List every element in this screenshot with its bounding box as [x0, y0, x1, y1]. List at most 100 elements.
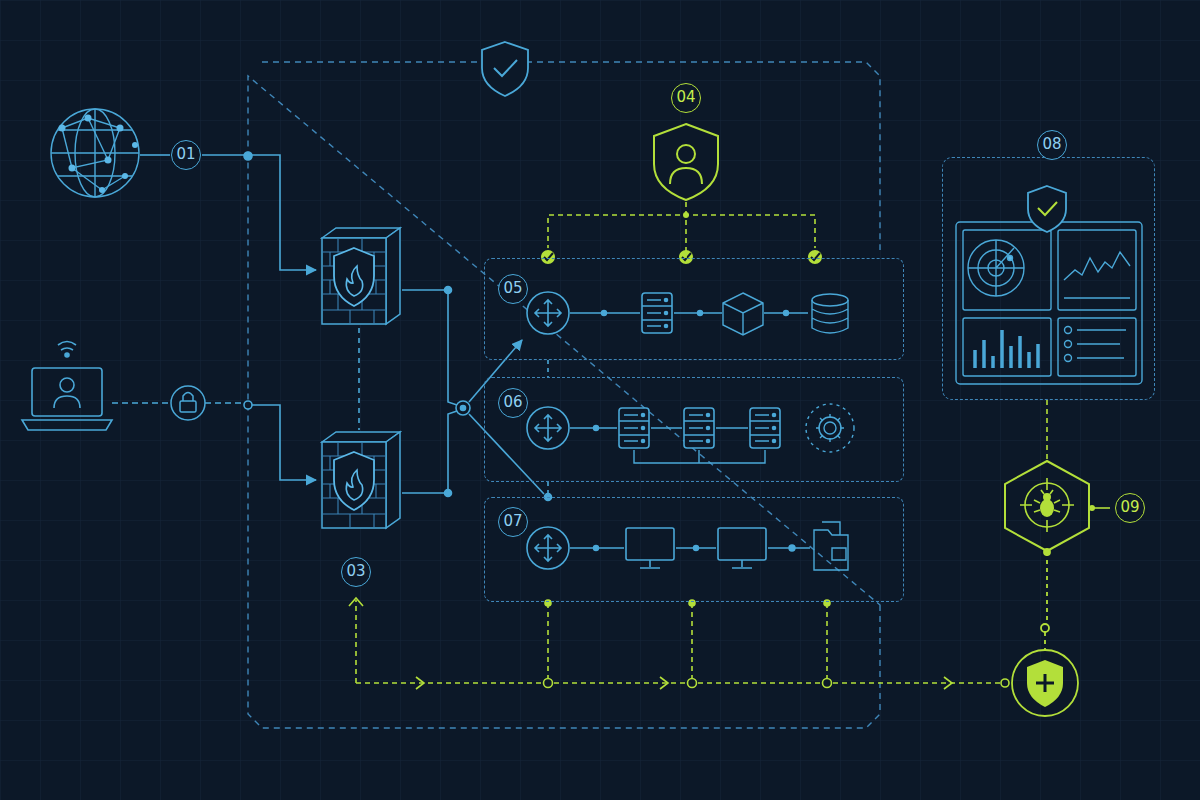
- callout-number: 03: [341, 557, 371, 587]
- remote-laptop: [22, 342, 112, 431]
- distribution-lines: [445, 490, 452, 497]
- internet-globe: [62, 118, 125, 190]
- threat-target: [1094, 507, 1110, 509]
- monitoring-dashboard: [1077, 330, 1126, 358]
- zone-devices: [694, 546, 699, 551]
- zone-devices: [570, 547, 810, 548]
- ingress-lines: [140, 154, 170, 156]
- callout-number: 01: [171, 140, 201, 170]
- internet-globe: [51, 109, 139, 197]
- remote-laptop: [22, 420, 112, 430]
- response-bus: [1001, 679, 1009, 687]
- zone-devices: [812, 300, 848, 333]
- internet-globe: [105, 157, 112, 164]
- access-control-shield: 04: [650, 82, 722, 202]
- hexagon-outline: [1003, 460, 1091, 552]
- recovery-shield: [1046, 552, 1048, 624]
- zone-devices: [806, 404, 854, 452]
- zone-devices: [750, 408, 780, 448]
- ingress-lines: [244, 401, 252, 409]
- trust-boundary: [248, 62, 880, 728]
- internet-globe: [122, 173, 128, 179]
- zone-devices: [527, 292, 569, 334]
- zone-devices: [527, 527, 569, 569]
- response-bus: [349, 598, 363, 606]
- internet-globe: [51, 109, 139, 197]
- zone-devices: [819, 417, 841, 439]
- monitoring-dashboard: [1065, 355, 1072, 362]
- user-icon: [670, 168, 702, 184]
- zone-devices: [718, 528, 766, 568]
- remote-laptop: [58, 342, 76, 351]
- internet-globe: [59, 125, 66, 132]
- response-bus: [544, 679, 553, 688]
- response-bus: [416, 677, 952, 689]
- response-bus: [823, 679, 832, 688]
- check-badge: [540, 249, 556, 265]
- recovery-shield: [1012, 650, 1078, 716]
- dashed-connector: [685, 202, 687, 258]
- internet-globe: [59, 115, 139, 194]
- firewall-icon: [322, 432, 400, 528]
- monitoring-dashboard: [1064, 297, 1130, 298]
- remote-laptop: [54, 396, 80, 408]
- zone-devices: [723, 293, 763, 335]
- monitoring-dashboard: [975, 330, 1038, 368]
- monitoring-dashboard: [1008, 256, 1013, 261]
- zone-devices: [816, 414, 844, 442]
- monitoring-dashboard: [1065, 341, 1072, 348]
- monitoring-dashboard: [963, 318, 1051, 376]
- zone-devices: [784, 311, 789, 316]
- internet-globe: [85, 115, 92, 122]
- trust-boundary: [248, 42, 880, 728]
- threat-detection-hexagon: 09: [1003, 460, 1091, 552]
- recovery-shield: [1012, 549, 1078, 716]
- threat-target: [1020, 478, 1110, 532]
- zone-devices: [684, 408, 714, 448]
- callout-number: 04: [671, 83, 701, 113]
- zone-devices: [824, 422, 836, 434]
- vpn-lock: [180, 401, 196, 412]
- network-zone: 07: [484, 497, 904, 602]
- monitoring-dashboard: [968, 240, 1024, 296]
- access-branches: [683, 212, 689, 218]
- check-badge: [678, 249, 694, 265]
- firewall-icon: [322, 228, 400, 528]
- monitoring-dashboard: [1065, 327, 1072, 334]
- zone-devices: [602, 311, 607, 316]
- remote-laptop: [32, 368, 102, 416]
- zone-devices: [619, 408, 649, 448]
- shield-outline: [654, 124, 718, 200]
- ingress-lines: [205, 402, 248, 404]
- zone-devices: [812, 294, 848, 306]
- vpn-lock: [171, 386, 205, 420]
- callout-number: 09: [1115, 493, 1145, 523]
- internet-globe: [69, 165, 76, 172]
- zone-devices: [527, 292, 854, 570]
- distribution-lines: [402, 290, 457, 405]
- user-icon: [677, 145, 695, 163]
- recovery-shield: [1027, 660, 1063, 707]
- threat-target: [1034, 490, 1060, 512]
- ingress-lines: [202, 155, 316, 270]
- distribution-lines: [402, 411, 457, 493]
- monitoring-dashboard: [1038, 202, 1057, 215]
- trust-boundary: [494, 60, 517, 76]
- monitoring-dashboard: [956, 186, 1142, 384]
- monitoring-panel: 08: [942, 157, 1155, 400]
- response-bus: [824, 600, 830, 606]
- internet-globe: [51, 109, 139, 197]
- response-bus: [548, 603, 827, 683]
- distribution-lines: [456, 401, 470, 415]
- ingress-lines: [358, 328, 360, 430]
- callout-number: 07: [498, 507, 528, 537]
- internet-globe: [117, 125, 124, 132]
- monitoring-dashboard: [956, 222, 1142, 384]
- access-branches: [548, 212, 815, 250]
- ingress-lines: [244, 152, 252, 160]
- zone-devices: [527, 407, 569, 449]
